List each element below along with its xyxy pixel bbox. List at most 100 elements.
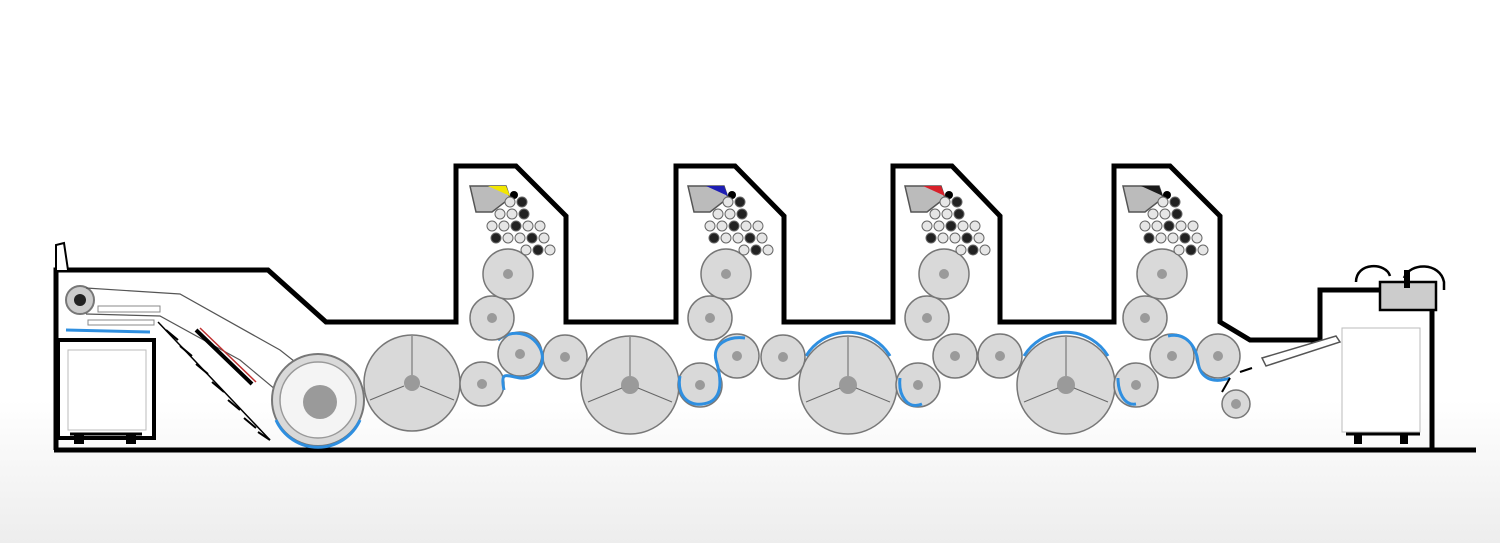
ink-yellow [488, 186, 510, 196]
ink-roller [1143, 232, 1155, 244]
impression-cylinders [363, 330, 1116, 435]
ink-roller [516, 196, 528, 208]
ink-roller [945, 220, 957, 232]
ink-roller [1159, 208, 1171, 220]
ink-roller [1151, 220, 1163, 232]
ink-roller [756, 232, 768, 244]
inking-rollers [486, 196, 1209, 256]
ink-roller [1139, 220, 1151, 232]
ink-roller [724, 208, 736, 220]
ink-roller [520, 244, 532, 256]
ink-roller [750, 244, 762, 256]
sheet-path [1022, 330, 1110, 357]
ink-roller [1191, 232, 1203, 244]
ink-roller [720, 232, 732, 244]
ink-roller [752, 220, 764, 232]
ink-roller [544, 244, 556, 256]
ink-roller [522, 220, 534, 232]
ink-roller [716, 220, 728, 232]
ink-roller [941, 208, 953, 220]
ink-roller [937, 232, 949, 244]
ink-roller [704, 220, 716, 232]
ink-roller [953, 208, 965, 220]
ink-roller [532, 244, 544, 256]
ink-roller [736, 208, 748, 220]
impression-cylinder-4 [1016, 330, 1116, 435]
ink-roller [728, 220, 740, 232]
ink-roller [1157, 196, 1169, 208]
sheet-path [804, 330, 892, 357]
ink-roller [1167, 232, 1179, 244]
ink-roller [1171, 208, 1183, 220]
ink-roller [1197, 244, 1209, 256]
ink-roller [921, 220, 933, 232]
printing-unit-2 [687, 185, 752, 341]
ink-blue [706, 186, 728, 196]
ink-roller [534, 220, 546, 232]
ink-roller [502, 232, 514, 244]
delivery-pile [1341, 264, 1446, 444]
ink-roller [762, 244, 774, 256]
ink-roller [722, 196, 734, 208]
printing-unit-3 [904, 185, 970, 341]
ink-roller [967, 244, 979, 256]
ink-roller [1155, 232, 1167, 244]
ink-roller [957, 220, 969, 232]
ink-roller [510, 220, 522, 232]
ink-roller [1175, 220, 1187, 232]
ink-black [1141, 186, 1163, 196]
ink-roller [933, 220, 945, 232]
ink-roller [1147, 208, 1159, 220]
ink-roller [708, 232, 720, 244]
transfer-cylinders [459, 331, 1241, 408]
ink-roller [961, 232, 973, 244]
ink-roller [526, 232, 538, 244]
sheet-path [274, 419, 362, 449]
impression-cylinder-1 [363, 334, 461, 432]
feeder-flag [55, 241, 69, 271]
ink-roller [712, 208, 724, 220]
ink-roller [518, 208, 530, 220]
impression-cylinder-3 [798, 330, 898, 435]
ink-roller [969, 220, 981, 232]
ink-roller [939, 196, 951, 208]
press-frame [53, 163, 1435, 450]
feeder-roller [65, 285, 95, 315]
ink-roller [732, 232, 744, 244]
feeder-sheet [65, 328, 151, 334]
ink-roller [925, 232, 937, 244]
sheet-path-main [497, 331, 1231, 407]
ink-roller [951, 196, 963, 208]
ink-roller [504, 196, 516, 208]
feed-drum [271, 353, 365, 449]
impression-cylinder-2 [580, 335, 680, 435]
ink-roller [1163, 220, 1175, 232]
ink-roller [738, 244, 750, 256]
ink-red [923, 186, 945, 196]
feeder-pile [56, 338, 156, 444]
ink-roller [973, 232, 985, 244]
ink-roller [538, 232, 550, 244]
ink-roller [949, 232, 961, 244]
ink-roller [929, 208, 941, 220]
ink-roller [486, 220, 498, 232]
ink-roller [514, 232, 526, 244]
ink-roller [740, 220, 752, 232]
ink-roller [490, 232, 502, 244]
ink-roller [734, 196, 746, 208]
ink-roller [1187, 220, 1199, 232]
ink-roller [1185, 244, 1197, 256]
ink-roller [744, 232, 756, 244]
ink-roller [498, 220, 510, 232]
ink-roller [494, 208, 506, 220]
delivery-chain [1221, 335, 1342, 419]
ink-roller [979, 244, 991, 256]
ink-roller [1179, 232, 1191, 244]
ink-roller [1169, 196, 1181, 208]
ink-roller [1173, 244, 1185, 256]
ink-roller [955, 244, 967, 256]
ink-roller [506, 208, 518, 220]
printing-unit-4 [1122, 185, 1188, 341]
